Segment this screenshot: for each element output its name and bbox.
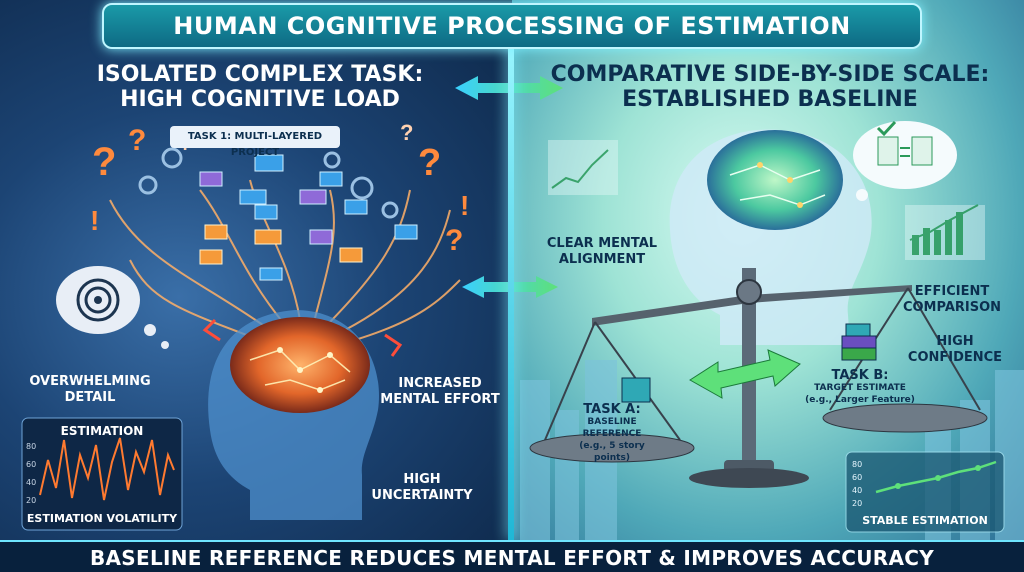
bottom-banner: BASELINE REFERENCE REDUCES MENTAL EFFORT…	[0, 540, 1024, 572]
center-divider	[508, 40, 514, 540]
right-chart-caption: STABLE ESTIMATION	[862, 514, 988, 527]
gear-icon	[138, 147, 399, 219]
left-heading-line2: HIGH COGNITIVE LOAD	[120, 87, 400, 112]
left-heading: ISOLATED COMPLEX TASK: HIGH COGNITIVE LO…	[40, 62, 480, 112]
svg-text:?: ?	[92, 140, 116, 184]
document-compare-thought-icon	[853, 120, 957, 201]
question-mark-icons: ? ? ? ? ? ? ! !	[90, 120, 469, 257]
left-chart-caption: ESTIMATION VOLATILITY	[26, 512, 178, 525]
right-heading: COMPARATIVE SIDE-BY-SIDE SCALE: ESTABLIS…	[540, 62, 1000, 112]
maze-thought-bubble-icon	[56, 266, 169, 349]
growth-chart-icon	[548, 140, 985, 260]
flowchart	[199, 154, 418, 281]
svg-text:?: ?	[128, 124, 146, 157]
task-1-label: TASK 1: MULTI-LAYERED PROJECT	[187, 131, 323, 158]
right-heading-line1: COMPARATIVE SIDE-BY-SIDE SCALE:	[550, 62, 990, 87]
stressed-head-icon	[202, 310, 403, 520]
svg-text:?: ?	[445, 224, 463, 257]
left-heading-line1: ISOLATED COMPLEX TASK:	[96, 62, 424, 87]
stable-chart-frame	[845, 451, 1005, 533]
svg-text:?: ?	[400, 120, 413, 145]
svg-text:!: !	[460, 190, 469, 221]
page-title: HUMAN COGNITIVE PROCESSING OF ESTIMATION	[173, 12, 851, 40]
svg-text:!: !	[90, 205, 99, 236]
svg-text:?: ?	[418, 142, 441, 184]
comparison-arrow-icon	[689, 349, 801, 399]
task-b-label: TASK B: TARGET ESTIMATE (e.g., Larger Fe…	[805, 368, 915, 405]
volatility-line	[39, 437, 175, 501]
bottom-caption: BASELINE REFERENCE REDUCES MENTAL EFFORT…	[89, 546, 934, 570]
right-heading-line2: ESTABLISHED BASELINE	[622, 87, 918, 112]
balance-scale-icon	[529, 268, 988, 488]
left-chart-title: ESTIMATION	[60, 424, 144, 438]
task-1-frame	[170, 126, 340, 148]
calm-head-icon	[669, 129, 872, 345]
title-banner: HUMAN COGNITIVE PROCESSING OF ESTIMATION	[102, 3, 922, 49]
task-a-label: TASK A: BASELINE REFERENCE (e.g., 5 stor…	[579, 402, 645, 463]
